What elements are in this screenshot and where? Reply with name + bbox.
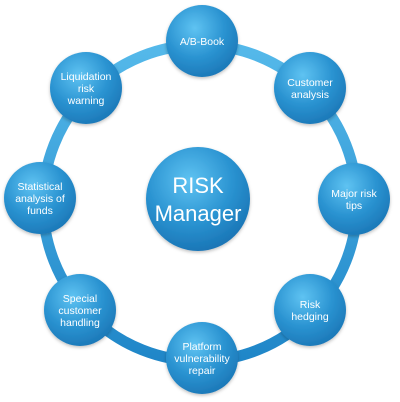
center-label-line: RISK	[172, 173, 224, 198]
node-label-line: A/B-Book	[180, 36, 225, 48]
node-label-line: Platform	[182, 341, 221, 353]
center-label: RISK Manager	[155, 173, 242, 226]
node-circle	[166, 322, 238, 394]
node-label-line: hedging	[291, 311, 329, 323]
node-label-line: analysis of	[15, 193, 65, 205]
center-node: RISK Manager	[146, 147, 250, 251]
node-label-line: vulnerability	[174, 353, 230, 365]
node-label-line: Risk	[300, 299, 321, 311]
node-circle	[166, 5, 238, 77]
node-circle	[4, 162, 76, 234]
node-label-line: handling	[60, 317, 100, 329]
node-label-line: risk	[78, 83, 95, 95]
node-label-line: funds	[27, 205, 53, 217]
node-circle	[50, 52, 122, 124]
center-label-line: Manager	[155, 201, 242, 226]
node-label-line: Special	[63, 293, 97, 305]
node-circle	[318, 163, 390, 235]
node-label-line: tips	[346, 200, 362, 212]
node-label-line: Customer	[287, 77, 333, 89]
node-ab-book: A/B-Book	[166, 5, 238, 77]
node-label-line: Major risk	[331, 188, 377, 200]
node-label-line: customer	[58, 305, 102, 317]
node-circle	[274, 274, 346, 346]
node-label-line: Statistical	[18, 181, 63, 193]
node-label-line: Liquidation	[61, 71, 112, 83]
node-circle	[274, 52, 346, 124]
node-label-line: analysis	[291, 89, 329, 101]
node-label: A/B-Book	[180, 36, 225, 48]
node-label-line: repair	[189, 365, 216, 377]
node-label-line: warning	[67, 95, 105, 107]
node-circle	[44, 274, 116, 346]
